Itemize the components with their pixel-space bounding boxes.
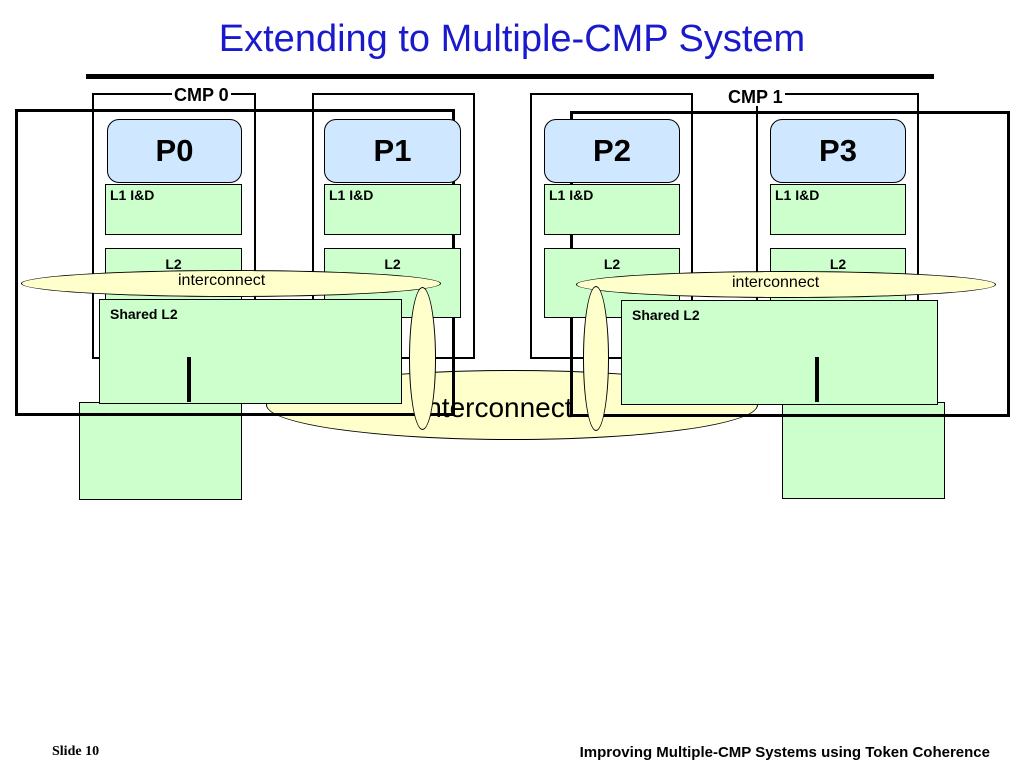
cmp1-label: CMP 1: [726, 87, 785, 107]
cmp1-global-link: [583, 286, 609, 431]
title-rule: [86, 74, 934, 79]
l2-label-p1: L2: [384, 256, 401, 272]
slide-number: Slide 10: [52, 744, 100, 759]
shared-l2-bus-cmp1: [815, 357, 819, 402]
shared-l2-label-cmp1: Shared L2: [632, 307, 700, 323]
processor-p2: P2: [544, 119, 680, 183]
processor-p1: P1: [324, 119, 461, 183]
cmp0-global-link: [409, 287, 436, 430]
tile-p2: [530, 93, 693, 359]
footer-title: Improving Multiple-CMP Systems using Tok…: [579, 744, 990, 761]
shared-l2-bus-cmp0: [187, 357, 191, 402]
shared-l2-cmp1: Shared L2: [621, 300, 938, 405]
cmp0-interconnect: [21, 270, 441, 297]
l1-label-p0: L1 I&D: [110, 187, 155, 203]
processor-p0: P0: [107, 119, 242, 183]
shared-l2-label-cmp0: Shared L2: [110, 306, 178, 322]
l1-label-p3: L1 I&D: [775, 187, 820, 203]
l2-label-p3: L2: [829, 256, 847, 272]
l1-cache-p3: L1 I&D: [770, 184, 906, 235]
processor-p3: P3: [770, 119, 906, 183]
cmp1-interconnect: [576, 271, 996, 298]
cmp0-interconnect-label: interconnect: [178, 272, 266, 289]
memory-right: [782, 402, 945, 499]
slide-title: Extending to Multiple-CMP System: [218, 18, 806, 60]
global-interconnect-label: interconnect: [420, 392, 573, 423]
cmp0-label: CMP 0: [172, 85, 231, 105]
l1-cache-p0: L1 I&D: [105, 184, 242, 235]
memory-left: [79, 402, 242, 500]
l1-label-p1: L1 I&D: [329, 187, 374, 203]
l2-label-p2: L2: [603, 256, 621, 272]
l2-label-p0: L2: [165, 256, 182, 272]
l1-label-p2: L1 I&D: [549, 187, 594, 203]
shared-l2-cmp0: Shared L2: [99, 299, 402, 404]
cmp1-interconnect-label: interconnect: [732, 274, 820, 291]
l1-cache-p1: L1 I&D: [324, 184, 461, 235]
l1-cache-p2: L1 I&D: [544, 184, 680, 235]
